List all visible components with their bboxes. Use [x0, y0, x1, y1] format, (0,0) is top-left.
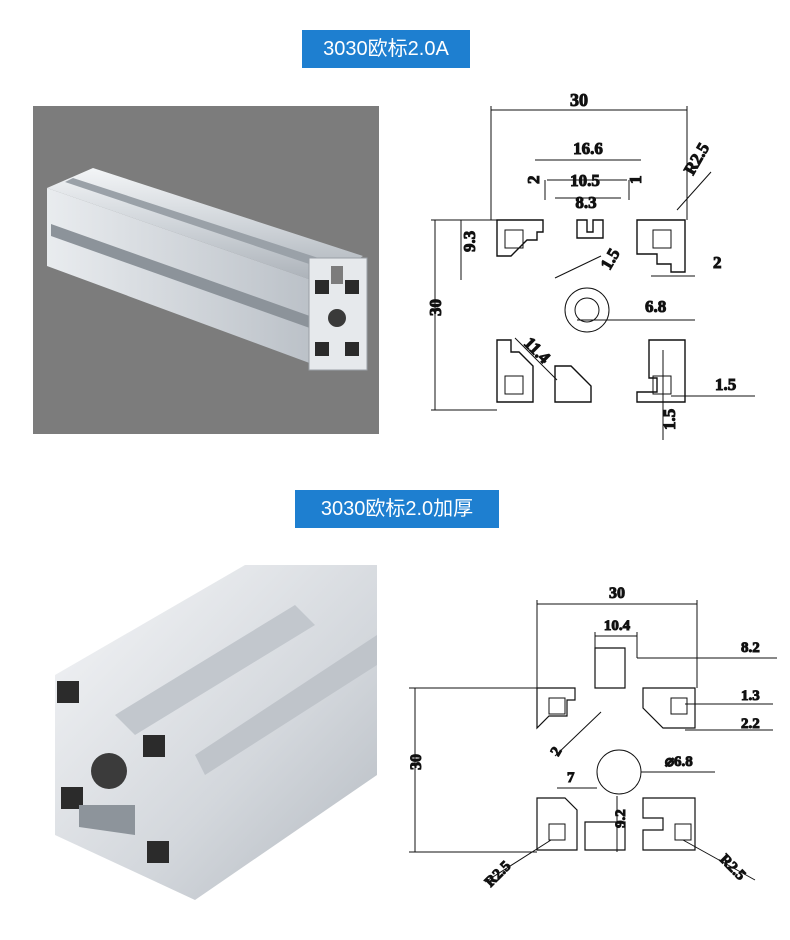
dim2-height: 30: [408, 754, 425, 770]
dim2-slot-opening: 10.4: [604, 618, 631, 634]
dimension-drawing-standard: 30 16.6 10.5 8.3 2 1 R2.5 9.3 1.5 2 30 6…: [395, 80, 790, 460]
dim-slot-lip: 2: [524, 176, 543, 185]
dim-diagonal: 11.4: [520, 333, 554, 367]
dim-corner-radius: R2.5: [680, 139, 713, 178]
dim-side-depth: 9.3: [460, 231, 479, 252]
dim-side-gap: 2: [713, 253, 722, 272]
dim2-lip-gap: 2.2: [741, 716, 760, 732]
dim2-core-wall: 7: [567, 770, 575, 786]
dim-wall: 1.5: [597, 245, 624, 273]
dim-bore: 6.8: [645, 297, 666, 316]
dim2-radius-right: R2.5: [716, 852, 748, 884]
dim-slot-depth: 1: [626, 176, 645, 185]
section-title-2: 3030欧标2.0加厚: [295, 490, 499, 528]
dim-wall-bottom: 1.5: [660, 409, 679, 430]
dimension-drawing-thickened: 30 10.4 8.2 1.3 2.2 2 ⌀6.8 30 7 9.2 R2.5…: [385, 560, 790, 935]
dim-slot-outer: 16.6: [573, 139, 603, 158]
dim2-lip: 1.3: [741, 688, 760, 704]
dim2-width: 30: [609, 585, 625, 602]
dim-width: 30: [570, 90, 588, 110]
dim-wall-right: 1.5: [715, 375, 736, 394]
dim2-slot-width: 8.2: [741, 640, 760, 656]
product-photo-standard: [33, 106, 379, 434]
dim-slot-mid: 10.5: [570, 171, 600, 190]
product-photo-thickened: [45, 565, 377, 900]
dim2-depth: 9.2: [613, 809, 629, 828]
dim-height: 30: [426, 299, 445, 316]
dim2-diag-wall: 2: [548, 745, 566, 759]
section-title-1: 3030欧标2.0A: [302, 30, 470, 68]
dim2-bore: ⌀6.8: [665, 754, 693, 770]
dim2-radius-left: R2.5: [482, 858, 514, 890]
dim-slot-inner: 8.3: [575, 193, 596, 212]
